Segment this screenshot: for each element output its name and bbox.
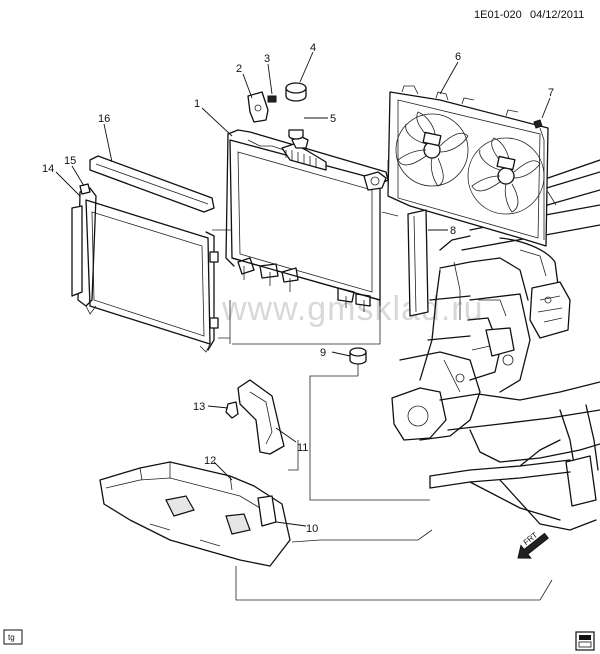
callout-9: 9 <box>320 347 326 359</box>
shroud-bolt <box>533 119 543 129</box>
callout-2: 2 <box>236 63 242 75</box>
callout-group: 1 2 3 4 5 6 7 8 9 10 11 12 13 14 15 16 <box>42 42 554 535</box>
air-deflector-seal <box>407 209 429 317</box>
push-pin-13 <box>225 401 239 419</box>
front-air-deflector <box>99 461 291 567</box>
callout-7: 7 <box>548 87 554 99</box>
callout-12: 12 <box>204 455 216 467</box>
insulator-15 <box>79 183 91 195</box>
bracket-bolt <box>267 95 277 103</box>
diagram-date: 04/12/2011 <box>530 9 584 21</box>
page-corner-icon <box>575 631 595 651</box>
callout-4: 4 <box>310 42 316 54</box>
footer-tag: tg <box>3 629 23 645</box>
callout-1: 1 <box>194 98 200 110</box>
callout-5: 5 <box>330 113 336 125</box>
diagram-code: 1E01-020 <box>474 9 522 21</box>
callout-10: 10 <box>306 523 318 535</box>
callout-13: 13 <box>193 401 205 413</box>
upper-radiator-baffle <box>89 155 215 213</box>
insulator-clip <box>288 129 304 140</box>
fan-shroud-assembly <box>387 85 549 247</box>
callout-15: 15 <box>64 155 76 167</box>
vehicle-front-frame <box>391 159 600 531</box>
callout-16: 16 <box>98 113 110 125</box>
installation-guide-lines <box>212 160 553 601</box>
front-direction-arrow-icon: FRT <box>517 530 549 559</box>
lower-insulator <box>349 347 367 365</box>
callout-6: 6 <box>455 51 461 63</box>
callout-11: 11 <box>297 442 308 454</box>
footer-tag-label: tg <box>8 633 15 642</box>
radiator <box>225 129 389 312</box>
callout-3: 3 <box>264 53 270 65</box>
upper-insulator <box>285 82 307 102</box>
radiator-bracket <box>247 91 269 123</box>
side-air-baffle <box>237 379 285 455</box>
callout-14: 14 <box>42 163 54 175</box>
callout-8: 8 <box>450 225 456 237</box>
condenser <box>71 187 219 353</box>
